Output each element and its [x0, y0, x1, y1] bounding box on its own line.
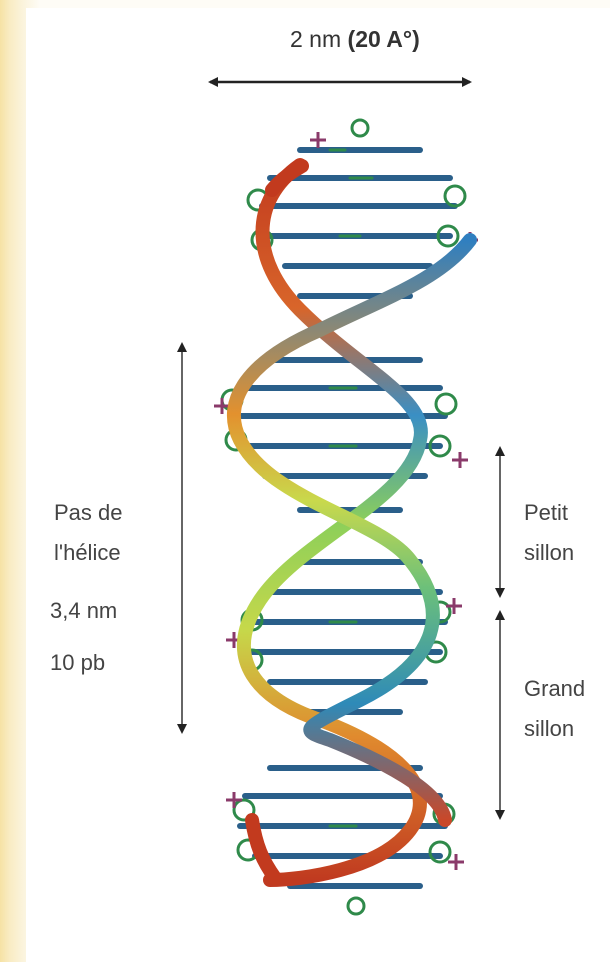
pitch-base-pairs: 10 pb: [50, 650, 105, 676]
major-groove-label-line1: Grand: [524, 676, 585, 702]
helix-width-label: 2 nm (20 A°): [290, 26, 420, 52]
pitch-label-line1: Pas de: [54, 500, 123, 526]
helix-width-angstrom: (20 A°): [348, 26, 420, 52]
minor-groove-label-line2: sillon: [524, 540, 574, 566]
helix-width-nm: 2 nm: [290, 26, 341, 52]
pitch-label-line2: l'hélice: [54, 540, 121, 566]
pitch-length: 3,4 nm: [50, 598, 117, 624]
major-groove-label-line2: sillon: [524, 716, 574, 742]
minor-groove-label-line1: Petit: [524, 500, 568, 526]
